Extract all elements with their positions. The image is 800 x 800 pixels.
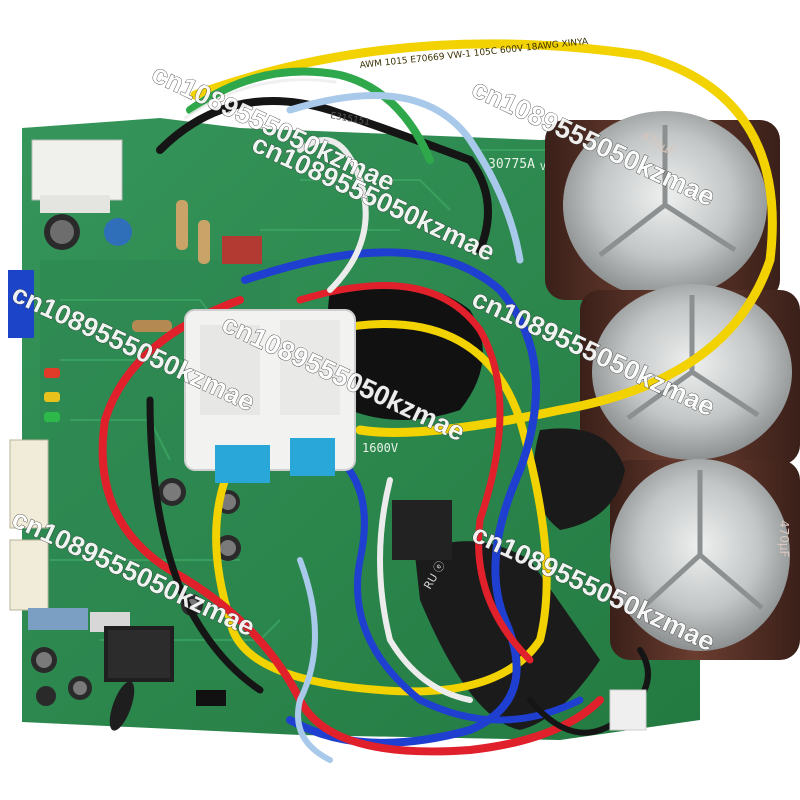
white-header-1 bbox=[9, 439, 49, 529]
yellow-wire-top bbox=[190, 39, 777, 437]
red-wire-1 bbox=[98, 296, 604, 756]
cap-marking-3: 470µF bbox=[777, 520, 791, 558]
microcontroller-chip bbox=[104, 626, 174, 682]
light-blue-wire-1 bbox=[286, 92, 524, 264]
capacitor-2 bbox=[580, 284, 800, 465]
green-wire bbox=[186, 67, 434, 164]
cyan-latch-2 bbox=[290, 438, 335, 476]
resistors bbox=[90, 200, 262, 706]
small-white-connector bbox=[609, 689, 647, 731]
white-connector bbox=[184, 309, 356, 483]
black-wire-1 bbox=[156, 97, 492, 254]
light-blue-wire-2 bbox=[295, 557, 333, 763]
left-connectors bbox=[8, 139, 123, 630]
black-foam-pad bbox=[327, 283, 483, 420]
voltage-marking: 1600V bbox=[362, 441, 398, 455]
white-wire-2 bbox=[377, 477, 473, 703]
white-wire-1 bbox=[297, 137, 369, 293]
large-capacitors: 470µF 470µF bbox=[545, 111, 800, 660]
wire-printing-2: E315151 bbox=[329, 111, 370, 128]
blue-header bbox=[8, 270, 34, 338]
capacitor-1: 470µF bbox=[545, 111, 780, 300]
capacitor-3: 470µF bbox=[610, 459, 800, 660]
black-wire-2 bbox=[146, 396, 264, 694]
blue-wire-2 bbox=[306, 436, 584, 724]
blue-wire-1 bbox=[241, 248, 540, 747]
status-leds bbox=[44, 368, 60, 422]
red-wire-2 bbox=[296, 282, 534, 664]
blue-component bbox=[28, 608, 88, 630]
white-header-2 bbox=[9, 539, 49, 611]
board-marking: 30775A bbox=[488, 157, 535, 172]
wire-harness bbox=[98, 39, 777, 763]
cyan-latch-1 bbox=[215, 445, 270, 483]
